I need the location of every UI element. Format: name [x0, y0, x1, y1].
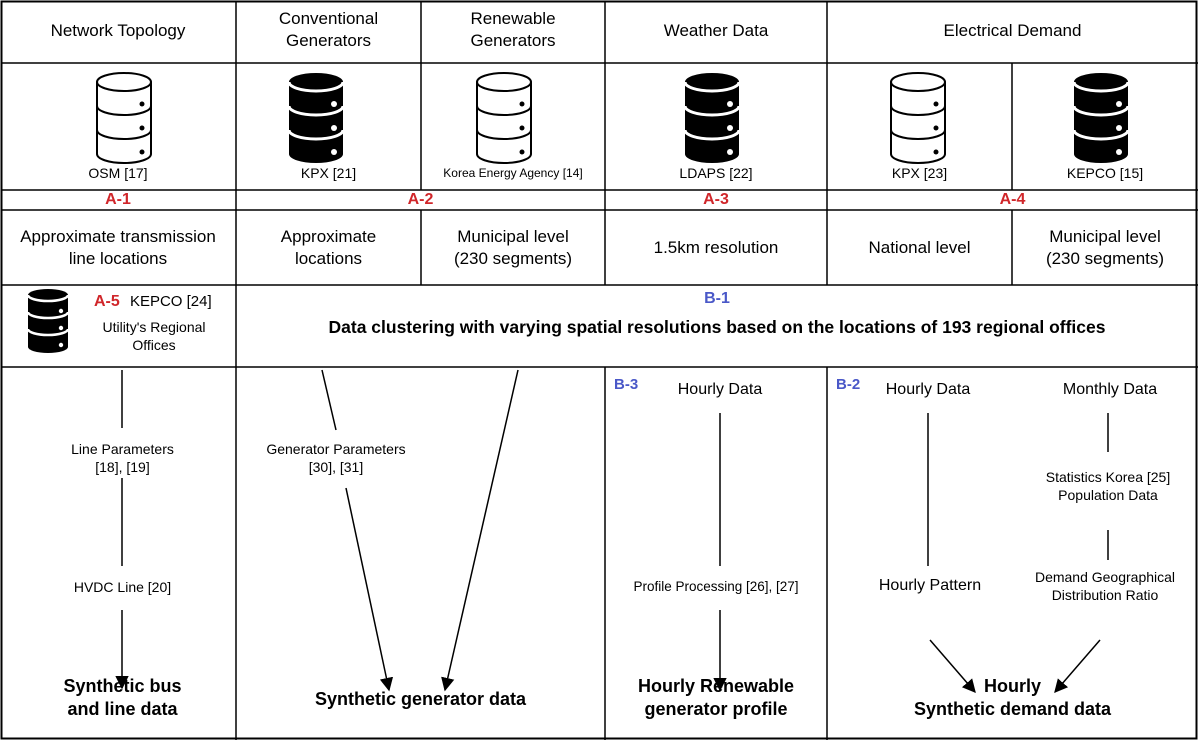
- database-icon: [26, 287, 70, 355]
- text-line: Statistics Korea [25]: [1045, 469, 1171, 485]
- label-b2: B-2: [836, 376, 861, 393]
- resolution-line: Approximate transmission: [20, 227, 216, 246]
- b1-description: Data clustering with varying spatial res…: [328, 317, 1106, 337]
- label-a5: A-5: [94, 293, 120, 310]
- header-line: Generators: [470, 31, 556, 51]
- database-icon: [96, 72, 152, 164]
- text-line: [18], [19]: [95, 459, 150, 476]
- renewable-profile-output: Hourly Renewable generator profile: [605, 675, 827, 722]
- demand-monthly-data: Monthly Data: [1062, 381, 1158, 398]
- text-line: Hourly: [983, 676, 1041, 696]
- text-line: Synthetic bus: [63, 676, 182, 696]
- database-icon: [1072, 71, 1130, 165]
- label-a3: A-3: [703, 191, 729, 208]
- arrow: [345, 487, 394, 692]
- profile-processing-label: Profile Processing [26], [27]: [633, 579, 799, 594]
- resolution-line: Approximate: [280, 227, 377, 246]
- database-icon: [890, 72, 946, 164]
- text-line: Population Data: [1058, 487, 1158, 504]
- resolution-network: Approximate transmission line locations: [0, 226, 236, 270]
- header-renewable-generators: Renewable Generators: [421, 8, 605, 52]
- resolution-line: Municipal level: [457, 227, 569, 246]
- header-electrical-demand: Electrical Demand: [943, 21, 1082, 40]
- resolution-demand-municipal: Municipal level (230 segments): [1012, 226, 1198, 270]
- arrow: [441, 369, 519, 692]
- resolution-line: (230 segments): [1045, 249, 1165, 269]
- source-kepco-24: KEPCO [24]: [129, 293, 212, 310]
- label-a1: A-1: [105, 191, 131, 208]
- source-kpx-23: KPX [23]: [891, 165, 948, 181]
- header-weather-data: Weather Data: [663, 21, 769, 40]
- database-icon: [683, 71, 741, 165]
- text-line: Line Parameters: [71, 441, 174, 457]
- label-a2: A-2: [407, 191, 434, 208]
- hvdc-line-label: HVDC Line [20]: [73, 579, 172, 595]
- text-line: Hourly Renewable: [637, 676, 795, 696]
- text-line: generator profile: [644, 699, 788, 720]
- line-parameters-label: Line Parameters [18], [19]: [0, 440, 245, 476]
- label-b3: B-3: [614, 376, 639, 393]
- distribution-ratio-label: Demand Geographical Distribution Ratio: [1010, 568, 1199, 604]
- header-line: Renewable: [470, 9, 556, 28]
- resolution-line: locations: [294, 249, 363, 269]
- resolution-weather: 1.5km resolution: [653, 238, 779, 257]
- resolution-line: (230 segments): [453, 249, 573, 269]
- source-osm: OSM [17]: [88, 165, 148, 181]
- connector-line: [321, 369, 337, 431]
- text-line: Distribution Ratio: [1051, 587, 1159, 604]
- text-line: Generator Parameters: [266, 441, 406, 457]
- source-ldaps: LDAPS [22]: [679, 165, 753, 181]
- source-kpx-21: KPX [21]: [300, 165, 357, 181]
- arrow: [1054, 639, 1101, 694]
- label-b1: B-1: [704, 290, 730, 307]
- database-icon: [476, 72, 532, 164]
- header-network-topology: Network Topology: [50, 21, 186, 40]
- weather-hourly-data: Hourly Data: [677, 381, 763, 398]
- resolution-conventional: Approximate locations: [236, 226, 421, 270]
- arrow: [929, 639, 976, 694]
- source-korea-energy-agency: Korea Energy Agency [14]: [443, 166, 583, 180]
- a5-header: A-5 KEPCO [24]: [94, 292, 212, 313]
- label-a4: A-4: [999, 191, 1026, 208]
- header-conventional-generators: Conventional Generators: [236, 8, 421, 52]
- demand-hourly-data: Hourly Data: [885, 381, 971, 398]
- synthetic-generator-output: Synthetic generator data: [314, 689, 527, 709]
- a5-description: Utility's Regional Offices: [84, 318, 224, 354]
- database-icon: [287, 71, 345, 165]
- a5-desc-line: Offices: [132, 337, 176, 354]
- text-line: Demand Geographical: [1034, 569, 1176, 585]
- resolution-demand-national: National level: [868, 238, 971, 257]
- a5-desc-line: Utility's Regional: [102, 319, 206, 335]
- text-line: [30], [31]: [308, 459, 364, 476]
- hourly-pattern-label: Hourly Pattern: [878, 577, 982, 594]
- header-line: Conventional: [278, 9, 379, 28]
- text-line: and line data: [67, 699, 178, 720]
- source-kepco-15: KEPCO [15]: [1066, 165, 1144, 181]
- resolution-line: line locations: [68, 249, 168, 269]
- resolution-line: Municipal level: [1049, 227, 1161, 246]
- generator-parameters-label: Generator Parameters [30], [31]: [236, 440, 436, 476]
- header-line: Generators: [285, 31, 372, 51]
- statistics-korea-label: Statistics Korea [25] Population Data: [1015, 468, 1199, 504]
- text-line: Synthetic demand data: [913, 699, 1112, 720]
- synthetic-demand-output: Hourly Synthetic demand data: [827, 675, 1198, 722]
- synthetic-bus-line-output: Synthetic bus and line data: [0, 675, 245, 722]
- resolution-renewable: Municipal level (230 segments): [421, 226, 605, 270]
